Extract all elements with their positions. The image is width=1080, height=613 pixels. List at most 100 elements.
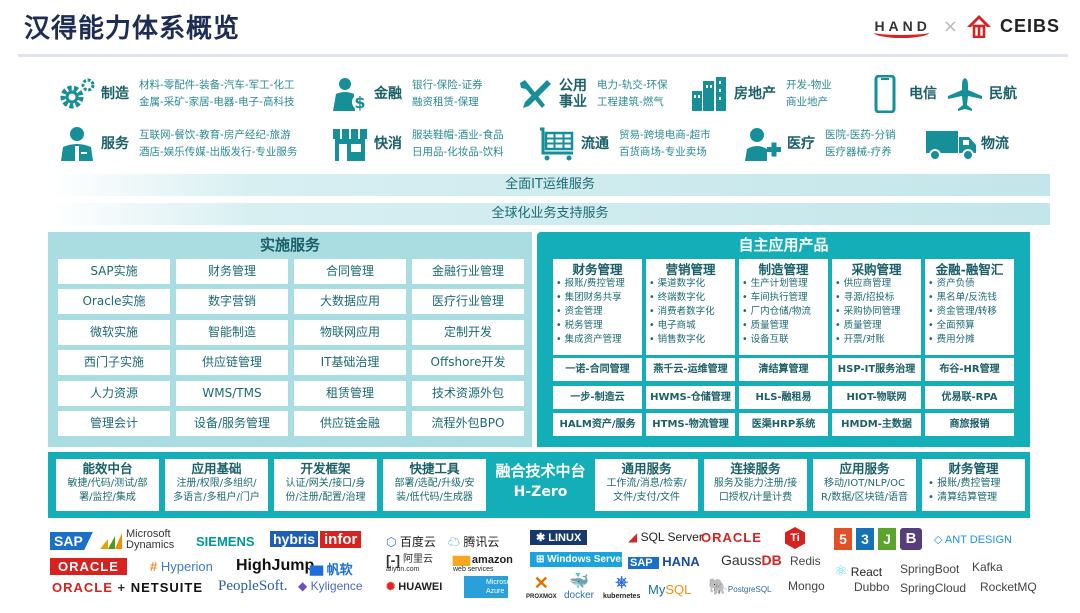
rocketmq-logo: RocketMQ: [980, 580, 1037, 594]
hyperion-logo: # Hyperion: [150, 559, 213, 574]
product-cell: HTMS-物流管理: [646, 413, 735, 436]
impl-cell: 财务管理: [176, 259, 288, 284]
product-cell: 优易联-RPA: [925, 385, 1014, 409]
kyligence-logo: ◆ Kyligence: [298, 579, 363, 593]
ant-design-logo: ◇ ANT DESIGN: [934, 534, 1012, 546]
impl-cell: 供应链金融: [294, 410, 406, 436]
product-cell: 商旅报销: [925, 413, 1014, 436]
product-card-fintech: 金融-融智汇 资产负债黑名单/反洗钱资金管理/转移全面预算费用分摊: [925, 259, 1014, 355]
impl-cell: 租赁管理: [294, 380, 406, 406]
storefront-icon: [330, 127, 370, 161]
implementation-services-panel: 实施服务 SAP实施 财务管理 合同管理 金融行业管理 Oracle实施 数字营…: [48, 232, 532, 447]
product-cell: HIOT-物联网: [832, 385, 921, 409]
infor-logo: infor: [320, 531, 362, 548]
ceibs-mark-icon: [966, 14, 992, 39]
impl-cell: 金融行业管理: [412, 259, 524, 284]
hand-logo: HAND: [870, 18, 934, 38]
oracle-db-logo: ORACLE: [701, 530, 762, 545]
times-icon: ×: [942, 15, 958, 37]
airplane-icon: [945, 77, 985, 111]
impl-cell: 设备/服务管理: [176, 410, 288, 436]
banker-dollar-icon: $: [330, 77, 370, 111]
springcloud-logo: SpringCloud: [900, 581, 967, 595]
css3-icon: 3: [856, 528, 874, 550]
page-title: 汉得能力体系概览: [24, 14, 241, 44]
tencent-cloud-logo: ☁ 腾讯云: [448, 535, 500, 549]
huawei-logo: ✺ HUAWEI: [386, 581, 443, 593]
svg-text:$: $: [354, 93, 365, 111]
impl-cell: 物联网应用: [294, 319, 406, 345]
hzero-center: 融合技术中台 H-Zero: [495, 462, 586, 500]
kubernetes-logo: ⎈kubernetes: [603, 574, 641, 600]
tech-platform-panel: 能效中台 敏捷/代码/测试/部署/监控/集成 应用基础 注册/权限/多组织/多语…: [48, 452, 1030, 518]
impl-cell: 定制开发: [412, 319, 524, 345]
implementation-title: 实施服务: [259, 236, 320, 254]
impl-cell: 人力资源: [58, 380, 170, 406]
it-ops-band: 全面IT运维服务: [50, 174, 1050, 196]
truck-icon: [925, 127, 977, 161]
product-cell: 一步-制造云: [553, 385, 642, 409]
product-cell: 布谷-HR管理: [925, 358, 1014, 381]
impl-cell: SAP实施: [58, 259, 170, 284]
bootstrap-icon: B: [900, 528, 922, 550]
sap-logo: SAP: [50, 532, 93, 550]
product-cell: HLS-融租易: [739, 385, 828, 409]
docker-logo: 🐳docker: [564, 573, 595, 601]
product-cell: 燕千云-运维管理: [646, 358, 735, 381]
impl-cell: 医疗行业管理: [412, 289, 524, 315]
user-plus-icon: [743, 127, 783, 161]
industry-fmcg: 快消 服装鞋帽-酒业-食品日用品-化妆品-饮料: [330, 127, 504, 161]
mongo-logo: Mongo: [788, 579, 825, 593]
oracle-logo: ORACLE: [50, 558, 127, 575]
product-cell: 一诺-合同管理: [553, 358, 642, 381]
buildings-icon: [690, 77, 730, 111]
tools-icon: [515, 77, 555, 111]
product-card-marketing: 营销管理 渠道数字化终端数字化消费者数字化电子商城销售数字化: [646, 259, 735, 355]
impl-cell: 管理会计: [58, 410, 170, 436]
product-cell: HALM资产/服务: [553, 413, 642, 436]
phone-icon: [865, 75, 905, 113]
js-icon: J: [878, 528, 896, 550]
impl-cell: Oracle实施: [58, 289, 170, 315]
impl-cell: 西门子实施: [58, 350, 170, 376]
tidb-icon: Ti: [785, 527, 805, 549]
product-cell: HWMS-仓储管理: [646, 385, 735, 409]
industry-manufacturing: 制造 材料-零配件-装备-汽车-军工-化工金属-采矿-家居-电器-电子-高科技: [57, 77, 294, 111]
dynamics-icon: [100, 533, 122, 554]
impl-cell: 大数据应用: [294, 289, 406, 315]
product-cell: 清结算管理: [739, 358, 828, 381]
windows-server-logo: ⊞ Windows Server: [530, 552, 625, 567]
industry-aviation: 民航: [945, 77, 1017, 111]
product-cards: 财务管理 报账/费控管理集团财务共享资金管理税务管理集成资产管理 营销管理 渠道…: [553, 259, 1014, 355]
springboot-logo: SpringBoot: [900, 562, 960, 576]
baidu-cloud-logo: ⬡ 百度云: [386, 535, 436, 549]
global-support-band: 全球化业务支持服务: [50, 203, 1050, 225]
product-card-manufacturing: 制造管理 生产计划管理车间执行管理厂内仓储/物流质量管理设备互联: [739, 259, 828, 355]
proxmox-logo: ✕PROXMOX: [526, 573, 557, 600]
siemens-logo: SIEMENS: [196, 534, 255, 549]
platform-card-connect-services: 连接服务 服务及能力注册/接口授权/计量计费: [704, 459, 807, 511]
impl-cell: 供应链管理: [176, 350, 288, 376]
products-title: 自主应用产品: [738, 236, 829, 254]
sqlserver-logo: ◢ SQL Server: [628, 530, 703, 544]
industry-real-estate: 房地产 开发-物业商业地产: [690, 77, 832, 111]
impl-cell: 技术资源外包: [412, 380, 524, 406]
industry-services: 服务 互联网-餐饮-教育-房产经纪-旅游酒店-娱乐传媒-出版发行-专业服务: [57, 127, 297, 161]
mysql-logo: MySQL: [648, 582, 692, 597]
industry-distribution: 流通 贸易-跨境电商-超市百货商场-专业卖场: [537, 127, 711, 161]
platform-card-finance: 财务管理 报账/费控管理清算结算管理: [922, 459, 1025, 511]
industry-finance: $ 金融 银行-保险-证券融资租赁-保理: [330, 77, 483, 111]
impl-cell: 合同管理: [294, 259, 406, 284]
gaussdb-logo: GaussDB: [721, 552, 782, 568]
platform-card-common-services: 通用服务 工作流/消息/检索/文件/支付/文件: [595, 459, 698, 511]
postgresql-logo: 🐘PostgreSQL: [708, 579, 772, 596]
platform-card-quick-tools: 快捷工具 部署/选配/升级/安装/低代码/生成器: [383, 459, 486, 511]
platform-card-efficiency: 能效中台 敏捷/代码/测试/部署/监控/集成: [56, 459, 159, 511]
kafka-logo: Kafka: [972, 560, 1003, 574]
product-cell: HMDM-主数据: [832, 413, 921, 436]
